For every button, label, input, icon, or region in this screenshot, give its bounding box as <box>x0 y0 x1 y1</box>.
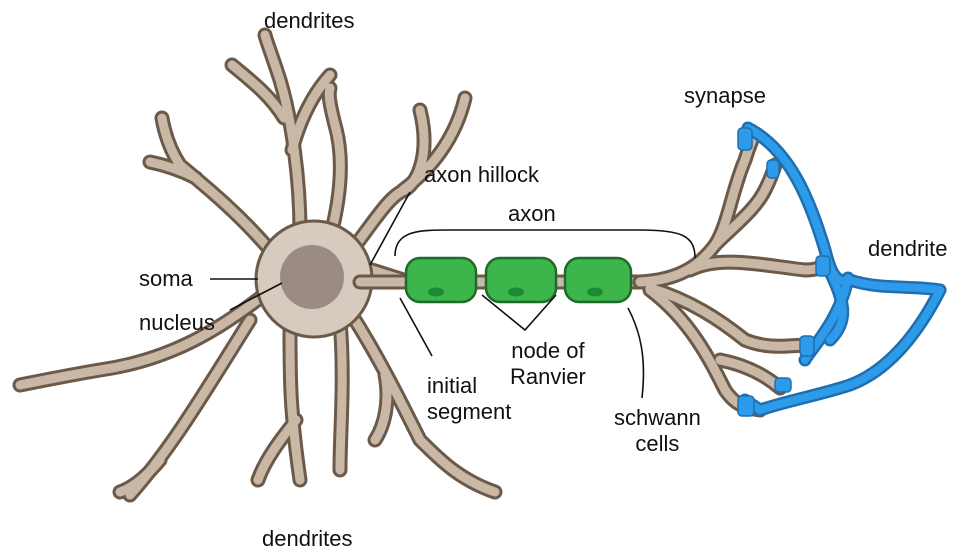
label-dendrite: dendrite <box>868 236 948 262</box>
axon-bracket <box>395 230 695 258</box>
initial-segment-leader <box>400 298 432 356</box>
label-axon-hillock: axon hillock <box>424 162 539 188</box>
label-synapse: synapse <box>684 83 766 109</box>
label-schwann-line1: schwann <box>614 405 701 431</box>
label-nucleus: nucleus <box>139 310 215 336</box>
nucleus <box>280 245 344 309</box>
label-dendrites-bottom: dendrites <box>262 526 353 552</box>
myelin-sheaths <box>406 258 631 302</box>
schwann-leader <box>628 308 644 398</box>
label-axon: axon <box>508 201 556 227</box>
label-initial-segment-line2: segment <box>427 399 511 425</box>
label-schwann-line2: cells <box>614 431 701 457</box>
label-initial-segment-line1: initial <box>427 373 511 399</box>
label-node-line2: Ranvier <box>510 364 586 390</box>
label-soma: soma <box>139 266 193 292</box>
label-node-of-ranvier: node of Ranvier <box>510 338 586 390</box>
label-schwann-cells: schwann cells <box>614 405 701 457</box>
label-initial-segment: initial segment <box>427 373 511 425</box>
label-dendrites-top: dendrites <box>264 8 355 34</box>
label-node-line1: node of <box>510 338 586 364</box>
